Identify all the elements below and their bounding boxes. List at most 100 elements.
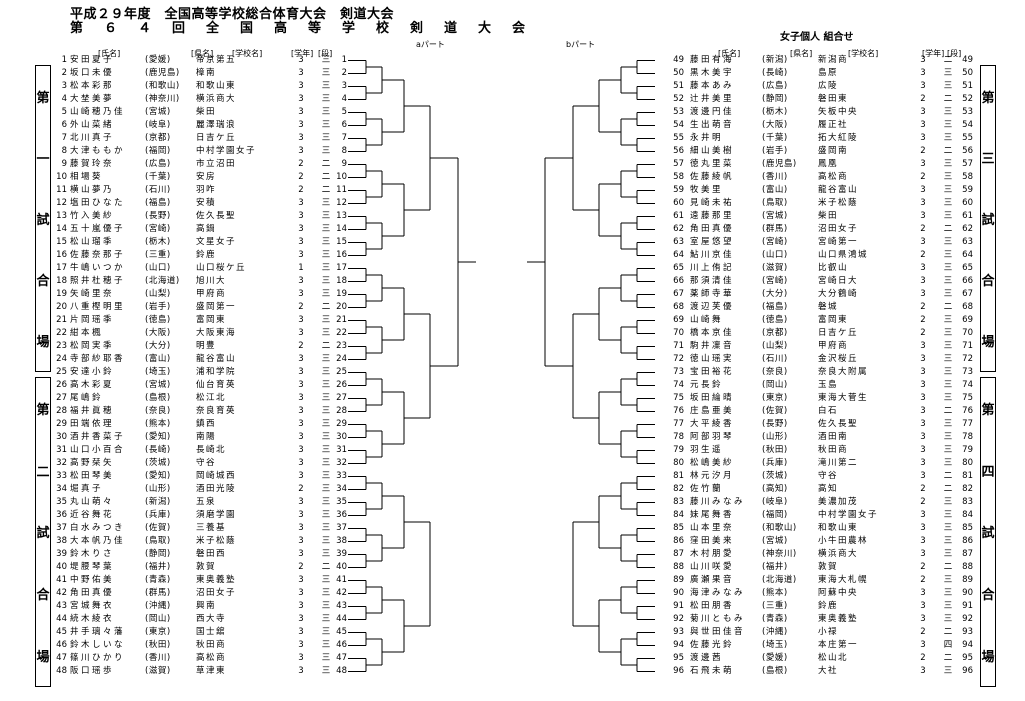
- entry-number-repeat: 54: [962, 120, 973, 130]
- prefecture: (鹿児島): [762, 159, 797, 169]
- player-name: 渡邊茜: [690, 653, 724, 663]
- entry-number: 2: [61, 68, 67, 78]
- prefecture: (大分): [145, 341, 171, 351]
- player-name: 横山夢乃: [70, 185, 115, 195]
- dan-rank: 三: [321, 250, 331, 260]
- entry-number: 33: [56, 471, 67, 481]
- entry-number-repeat: 22: [336, 328, 347, 338]
- player-name: 細山美樹: [690, 146, 735, 156]
- entry-number: 54: [673, 120, 684, 130]
- prefecture: (大阪): [145, 328, 171, 338]
- venue-char: 試: [36, 213, 50, 228]
- entry-number-repeat: 89: [962, 575, 973, 585]
- school-name: 和歌山東: [196, 81, 237, 91]
- school-name: 安房: [196, 172, 217, 182]
- grade: 2: [298, 185, 304, 195]
- player-name: 大本帆乃佳: [70, 536, 126, 546]
- dan-rank: 三: [321, 107, 331, 117]
- school-name: 米子松蔭: [196, 536, 237, 546]
- prefecture: (茨城): [762, 471, 788, 481]
- prefecture: (石川): [145, 185, 171, 195]
- grade: 3: [298, 575, 304, 585]
- player-name: 矢崎里奈: [70, 289, 115, 299]
- entry-number-repeat: 17: [336, 263, 347, 273]
- school-name: 山口桜ケ丘: [196, 263, 247, 273]
- dan-rank: 二: [321, 185, 331, 195]
- dan-rank: 三: [321, 575, 331, 585]
- dan-rank: 三: [321, 640, 331, 650]
- dan-rank: 三: [943, 211, 953, 221]
- grade: 3: [298, 211, 304, 221]
- dan-rank: 三: [943, 120, 953, 130]
- entry-number-repeat: 56: [962, 146, 973, 156]
- prefecture: (熊本): [762, 588, 788, 598]
- dan-rank: 三: [321, 328, 331, 338]
- grade: 3: [920, 666, 926, 676]
- school-name: 盛岡第一: [196, 302, 237, 312]
- prefecture: (兵庫): [762, 458, 788, 468]
- dan-rank: 三: [943, 419, 953, 429]
- grade: 3: [298, 471, 304, 481]
- prefecture: (長野): [762, 419, 788, 429]
- entry-number-repeat: 35: [336, 497, 347, 507]
- venue-char: 第: [36, 91, 50, 106]
- entry-number: 61: [673, 211, 684, 221]
- dan-rank: 二: [943, 302, 953, 312]
- school-name: 羽咋: [196, 185, 217, 195]
- venue-char: 場: [36, 649, 50, 665]
- school-name: 文星女子: [196, 237, 237, 247]
- dan-rank: 三: [943, 133, 953, 143]
- dan-rank: 二: [943, 224, 953, 234]
- entry-number: 69: [673, 315, 684, 325]
- entry-number-repeat: 25: [336, 367, 347, 377]
- grade: 3: [298, 653, 304, 663]
- entry-number: 84: [673, 510, 684, 520]
- player-name: 八重樫明里: [70, 302, 126, 312]
- school-name: 東奥義塾: [818, 614, 859, 624]
- school-name: 鎮西: [196, 419, 217, 429]
- prefecture: (宮城): [762, 536, 788, 546]
- grade: 3: [920, 68, 926, 78]
- prefecture: (石川): [762, 354, 788, 364]
- grade: 3: [298, 94, 304, 104]
- dan-rank: 三: [321, 211, 331, 221]
- player-name: 牧美里: [690, 185, 724, 195]
- venue-char: 第: [36, 403, 50, 419]
- venue-char: 合: [36, 274, 50, 289]
- grade: 3: [298, 146, 304, 156]
- entry-number: 72: [673, 354, 684, 364]
- player-name: 宝田裕花: [690, 367, 735, 377]
- school-name: 日吉ケ丘: [818, 328, 859, 338]
- prefecture: (埼玉): [762, 640, 788, 650]
- entry-number-repeat: 50: [962, 68, 973, 78]
- entry-number: 55: [673, 133, 684, 143]
- entry-number-repeat: 86: [962, 536, 973, 546]
- grade: 3: [298, 458, 304, 468]
- grade: 3: [920, 133, 926, 143]
- school-name: 岡崎城西: [196, 471, 237, 481]
- prefecture: (東京): [145, 627, 171, 637]
- entry-number: 20: [56, 302, 67, 312]
- entry-number: 63: [673, 237, 684, 247]
- entry-number-repeat: 5: [341, 107, 347, 117]
- entry-number: 53: [673, 107, 684, 117]
- entry-number: 39: [56, 549, 67, 559]
- prefecture: (秋田): [762, 445, 788, 455]
- grade: 3: [920, 393, 926, 403]
- dan-rank: 三: [321, 419, 331, 429]
